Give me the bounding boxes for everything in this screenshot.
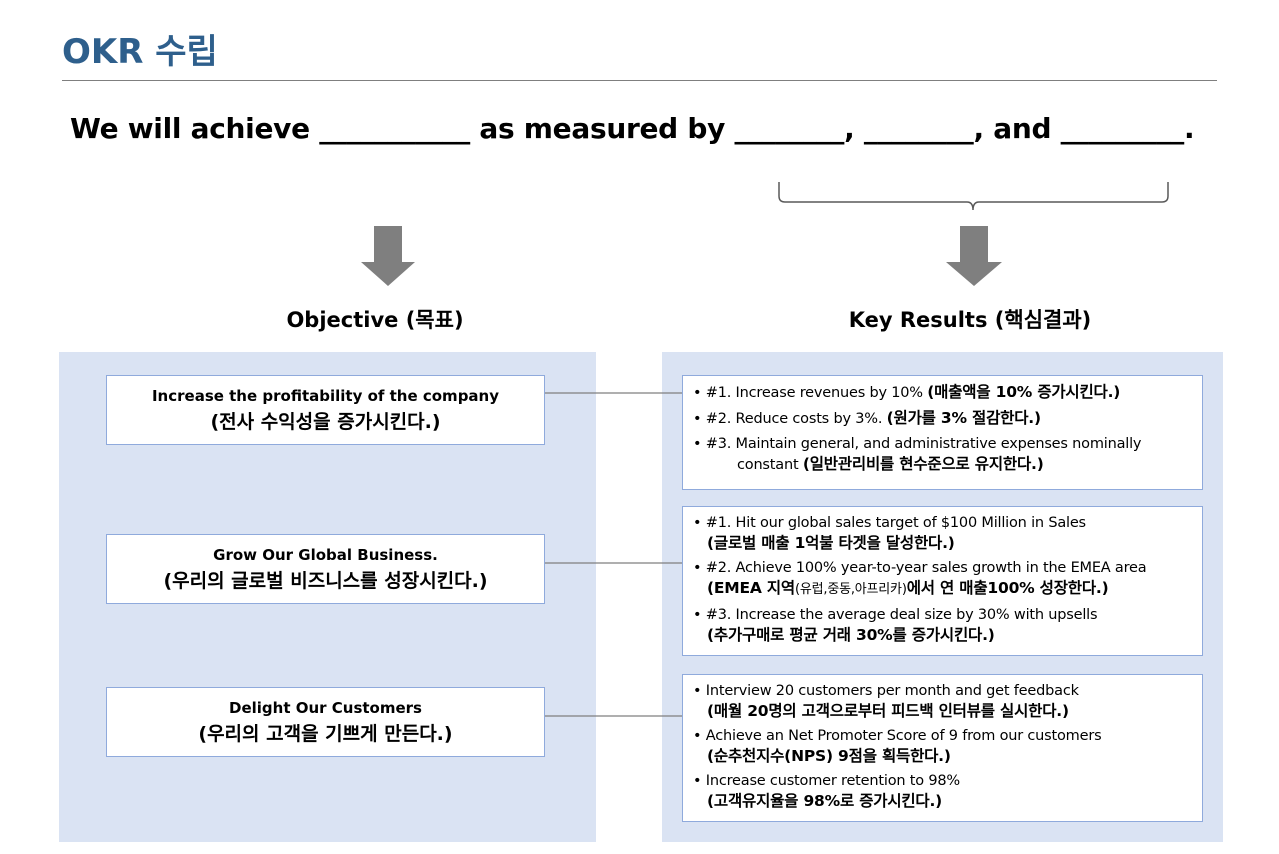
list-item: • #3. Increase the average deal size by … <box>693 607 1098 644</box>
okr-formula-sentence: We will achieve ___________ as measured … <box>70 112 1195 145</box>
objective-box-3: Delight Our Customers (우리의 고객을 기쁘게 만든다.) <box>106 687 545 757</box>
key-results-brace <box>778 182 1169 211</box>
objective-2-ko: (우리의 글로벌 비즈니스를 성장시킨다.) <box>163 569 488 592</box>
key-results-box-2: • #1. Hit our global sales target of $10… <box>682 506 1203 656</box>
list-item: • #1. Increase revenues by 10% (매출액을 10%… <box>693 383 1121 401</box>
objective-3-ko: (우리의 고객을 기쁘게 만든다.) <box>198 722 453 745</box>
key-results-box-1: • #1. Increase revenues by 10% (매출액을 10%… <box>682 375 1203 490</box>
list-item: • #3. Maintain general, and administrati… <box>693 436 1142 473</box>
title-divider <box>62 80 1217 81</box>
key-results-down-arrow <box>946 226 1002 286</box>
list-item: • #2. Reduce costs by 3%. (원가를 3% 절감한다.) <box>693 409 1041 427</box>
objective-box-2: Grow Our Global Business. (우리의 글로벌 비즈니스를… <box>106 534 545 604</box>
objective-2-en: Grow Our Global Business. <box>213 545 438 564</box>
objective-label: Objective (목표) <box>286 308 464 332</box>
objective-box-1: Increase the profitability of the compan… <box>106 375 545 445</box>
objective-1-en: Increase the profitability of the compan… <box>151 386 500 405</box>
list-item: • Interview 20 customers per month and g… <box>693 683 1079 720</box>
list-item: • Achieve an Net Promoter Score of 9 fro… <box>693 728 1102 765</box>
key-results-label: Key Results (핵심결과) <box>848 308 1092 332</box>
list-item: • #1. Hit our global sales target of $10… <box>693 515 1086 552</box>
page-title: OKR 수립 <box>62 32 218 72</box>
objective-3-en: Delight Our Customers <box>229 698 422 717</box>
objective-1-ko: (전사 수익성을 증가시킨다.) <box>210 410 441 433</box>
objective-down-arrow <box>361 226 415 286</box>
key-results-box-3: • Interview 20 customers per month and g… <box>682 674 1203 822</box>
list-item: • #2. Achieve 100% year-to-year sales gr… <box>693 560 1147 597</box>
list-item: • Increase customer retention to 98% (고객… <box>693 773 960 810</box>
